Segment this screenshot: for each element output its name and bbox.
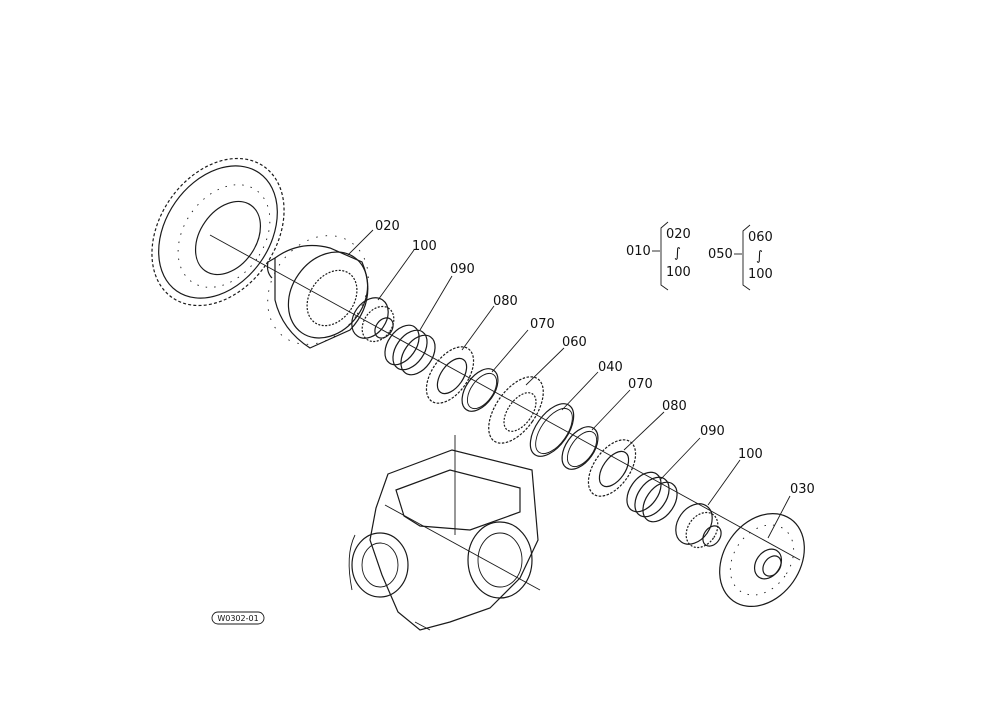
- callout-070-right: 070: [628, 377, 653, 392]
- legend-group-050-range: ∫: [756, 249, 763, 264]
- gear-060: [488, 376, 544, 444]
- bearing-left: [351, 297, 395, 343]
- callout-090-left: 090: [450, 262, 475, 277]
- callout-100-left: 100: [412, 239, 437, 254]
- gear-080-left: [425, 346, 475, 404]
- legend-group-010-last: 100: [666, 265, 691, 280]
- legend-group-010-range: ∫: [674, 246, 681, 261]
- leader-lines: [347, 229, 791, 539]
- callout-020: 020: [375, 219, 400, 234]
- legend-group-050-first: 060: [748, 230, 773, 245]
- assembly-axis: [209, 234, 801, 561]
- callout-060: 060: [562, 335, 587, 350]
- callout-040: 040: [598, 360, 623, 375]
- callout-030: 030: [790, 482, 815, 497]
- legend-group-010-first: 020: [666, 227, 691, 242]
- spring-right: [626, 471, 678, 523]
- callout-070-left: 070: [530, 317, 555, 332]
- assembly-legend: 010 020 ∫ 100 050 060 ∫ 100: [626, 221, 773, 291]
- callout-080-left: 080: [493, 294, 518, 309]
- legend-group-050-last: 100: [748, 267, 773, 282]
- spring-left: [384, 324, 436, 376]
- legend-group-010: 010: [626, 244, 651, 259]
- callout-100-right: 100: [738, 447, 763, 462]
- gear-080-right: [587, 439, 637, 497]
- snap-ring-040: [529, 403, 575, 457]
- drawing-code: W0302-01: [217, 614, 258, 623]
- callout-080-right: 080: [662, 399, 687, 414]
- ring-gear: [151, 157, 285, 307]
- callout-090-right: 090: [700, 424, 725, 439]
- drawing-code-stamp: W0302-01: [211, 611, 265, 625]
- transmission-housing: [348, 435, 541, 631]
- legend-group-050: 050: [708, 247, 733, 262]
- differential-case: [266, 235, 369, 349]
- bearing-right: [675, 503, 722, 549]
- ring-070-left: [461, 368, 499, 412]
- cover-030: [719, 513, 805, 607]
